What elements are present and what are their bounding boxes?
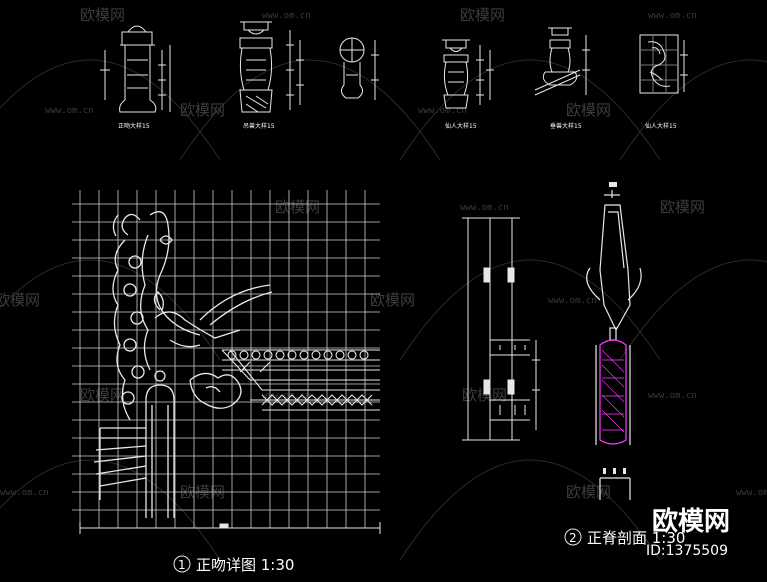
thumbnail-detail-5: 垂兽大样15 xyxy=(534,27,590,130)
watermark-url: www.om.cn xyxy=(648,11,697,21)
section-caption: 2 正脊剖面 1:30 xyxy=(564,528,685,547)
watermark-arcs xyxy=(0,59,767,561)
thumb-label: 垂兽大样15 xyxy=(550,122,582,130)
ridge-band xyxy=(221,349,380,411)
watermark-url: www.om.cn xyxy=(262,391,311,401)
watermark-brand: 欧模网 xyxy=(566,483,611,501)
ridge-elevation xyxy=(462,217,540,441)
thumb-label: 仙人大样15 xyxy=(645,122,677,130)
watermark-brand: 欧模网 xyxy=(660,198,705,216)
thumbnail-detail-2: 吊兽大样15 xyxy=(239,21,304,130)
watermark-brand: 欧模网 xyxy=(566,101,611,119)
watermark-brand: 欧模网 xyxy=(0,291,40,309)
watermark-url: www.om.cn xyxy=(0,488,49,498)
watermark-brand: 欧模网 xyxy=(80,6,125,24)
watermark-url: www.om.cn xyxy=(548,296,597,306)
thumb-label: 正吻大样15 xyxy=(118,122,150,130)
stamp-id: ID:1375509 xyxy=(646,543,728,559)
watermark-brand: 欧模网 xyxy=(460,6,505,24)
caption-number: 1 xyxy=(178,558,186,572)
thumb-label: 仙人大样15 xyxy=(445,122,477,130)
main-detail-dimension xyxy=(79,522,381,534)
caption-number: 2 xyxy=(569,531,577,545)
thumbnail-detail-6: 仙人大样15 xyxy=(639,34,688,130)
watermark-url: www.om.cn xyxy=(648,391,697,401)
main-detail-title: 正吻详图 1:30 xyxy=(196,556,294,574)
dragon-ornament xyxy=(93,211,273,518)
watermark-url: www.om.cn xyxy=(418,106,467,116)
section-title: 正脊剖面 1:30 xyxy=(587,529,685,547)
brand-stamp: 欧模网 ID:1375509 xyxy=(646,506,730,559)
watermark-brand: 欧模网 xyxy=(370,291,415,309)
watermark-url: www.om.cn xyxy=(460,203,509,213)
main-detail-grid xyxy=(72,190,380,528)
thumbnail-detail-1: 正吻大样15 xyxy=(100,25,171,130)
stamp-brand: 欧模网 xyxy=(652,506,730,537)
watermark-url: www.om.cn xyxy=(45,106,94,116)
watermark-url: www.om.cn xyxy=(736,488,767,498)
watermark-url: www.om.cn xyxy=(262,11,311,21)
watermark-brand: 欧模网 xyxy=(180,101,225,119)
watermark-brand: 欧模网 xyxy=(80,386,125,404)
watermark-brand: 欧模网 xyxy=(275,198,320,216)
main-detail-caption: 1 正吻详图 1:30 xyxy=(173,555,294,574)
thumbnail-detail-3 xyxy=(339,37,379,100)
thumb-label: 吊兽大样15 xyxy=(243,122,275,130)
ridge-section xyxy=(586,182,642,500)
thumbnail-detail-4: 仙人大样15 xyxy=(442,39,494,130)
